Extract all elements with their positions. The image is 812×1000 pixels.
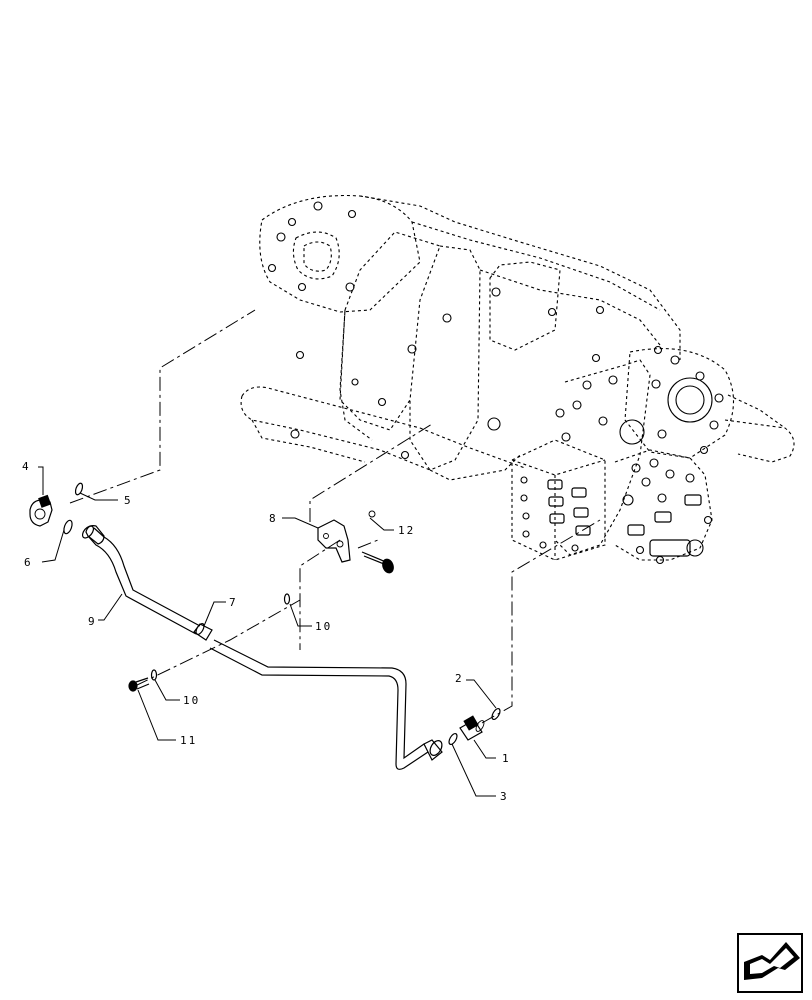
bolt-part-12: [361, 510, 394, 574]
callout-10-upper: 10: [315, 620, 332, 633]
o-ring-part-2: [491, 707, 501, 721]
callout-12: 12: [398, 524, 415, 537]
callout-10-lower: 10: [183, 694, 200, 707]
bolt-part-11: [128, 677, 150, 692]
callout-7: 7: [229, 596, 236, 609]
callout-3: 3: [500, 790, 507, 803]
o-ring-part-5: [74, 482, 84, 496]
elbow-fitting-part-4: [29, 494, 53, 527]
callout-labels: 4 5 6 8 12 7 9 10 10 11 2 1 3: [22, 460, 509, 803]
assembly-center-lines: [69, 309, 601, 724]
o-ring-part-3: [448, 732, 458, 746]
callout-11: 11: [180, 734, 197, 747]
callout-4: 4: [22, 460, 29, 473]
tube-part-9: [81, 525, 201, 635]
callout-6: 6: [24, 556, 31, 569]
callout-1: 1: [502, 752, 509, 765]
clamp-bracket-part-8: [317, 519, 351, 563]
callout-8: 8: [269, 512, 276, 525]
callout-2: 2: [455, 672, 462, 685]
leader-lines: [38, 466, 497, 797]
washer-part-10-upper: [283, 593, 291, 605]
washer-part-10-lower: [150, 669, 158, 681]
o-ring-part-6: [63, 519, 73, 535]
transmission-housing: [240, 194, 795, 565]
next-page-arrow-icon[interactable]: [737, 933, 803, 993]
callout-5: 5: [124, 494, 131, 507]
adapter-fitting-part-1: [459, 715, 485, 741]
callout-9: 9: [88, 615, 95, 628]
tube-part-9-long: [209, 639, 443, 770]
union-part-7: [193, 622, 213, 641]
